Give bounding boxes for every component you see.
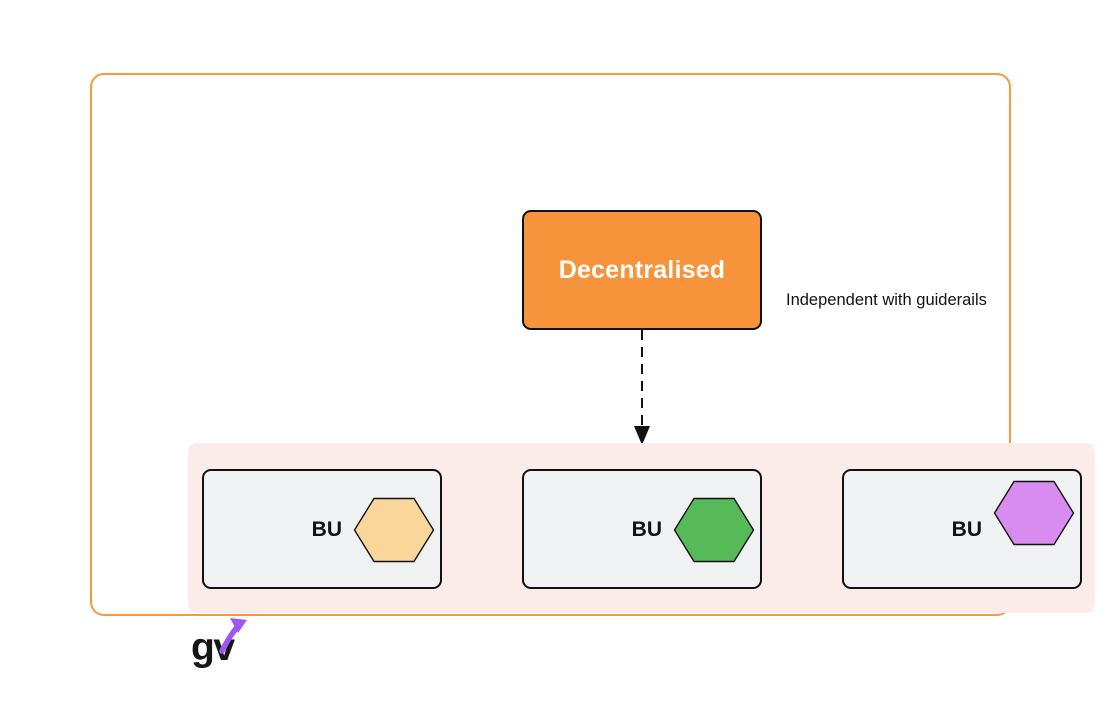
dashed-arrow [634, 330, 650, 445]
bu-label: BU [951, 518, 982, 541]
decentralised-node: Decentralised [522, 210, 762, 330]
gv-logo-text: gv [191, 626, 235, 669]
diagram-frame: Decentralised Independent with guiderail… [90, 73, 1095, 669]
bu-card-2: BU [522, 469, 762, 589]
bu-label: BU [311, 518, 342, 541]
logo-arrow-icon [219, 618, 247, 654]
decentralised-node-label: Decentralised [558, 255, 726, 284]
annotation-text: Independent with guiderails [786, 291, 987, 309]
purple-hexagon-icon [993, 480, 1075, 546]
bu-card-3: BU [842, 469, 1082, 589]
bu-label: BU [631, 518, 662, 541]
gv-logo: gv [191, 618, 261, 676]
bu-card-1: BU [202, 469, 442, 589]
peach-hexagon-icon [353, 497, 435, 563]
green-hexagon-icon [673, 497, 755, 563]
